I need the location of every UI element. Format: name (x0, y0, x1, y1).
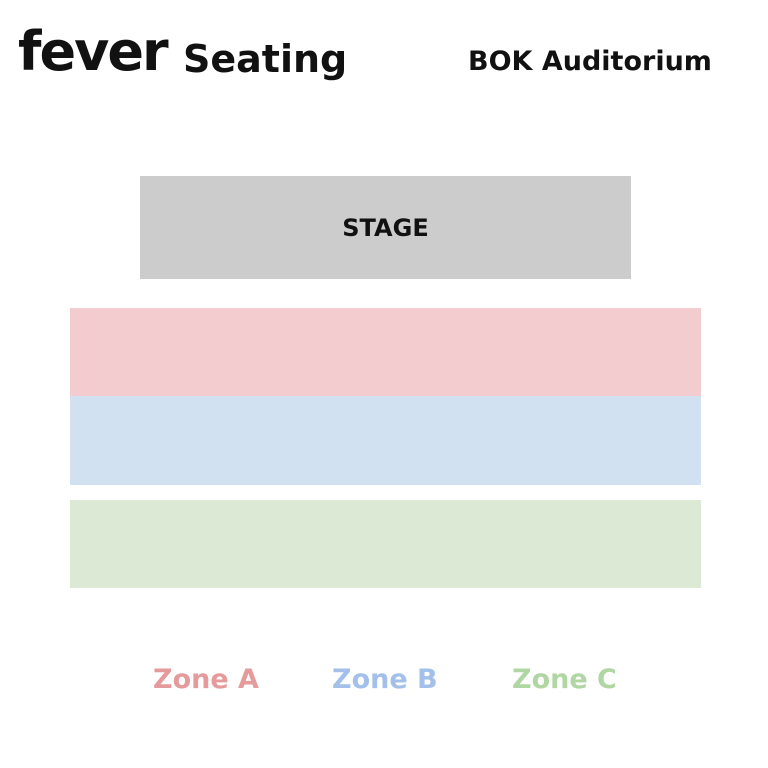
page-title: Seating (183, 37, 348, 81)
legend-zone-b: Zone B (332, 664, 438, 695)
zone-c-section[interactable] (70, 500, 701, 588)
zone-b-section[interactable] (70, 396, 701, 485)
stage-label: STAGE (342, 213, 429, 242)
legend-zone-c: Zone C (512, 664, 617, 695)
zone-a-section[interactable] (70, 308, 701, 396)
fever-logo: fever (18, 20, 169, 83)
stage: STAGE (140, 176, 631, 279)
venue-name: BOK Auditorium (468, 46, 712, 77)
legend-zone-a: Zone A (153, 664, 259, 695)
